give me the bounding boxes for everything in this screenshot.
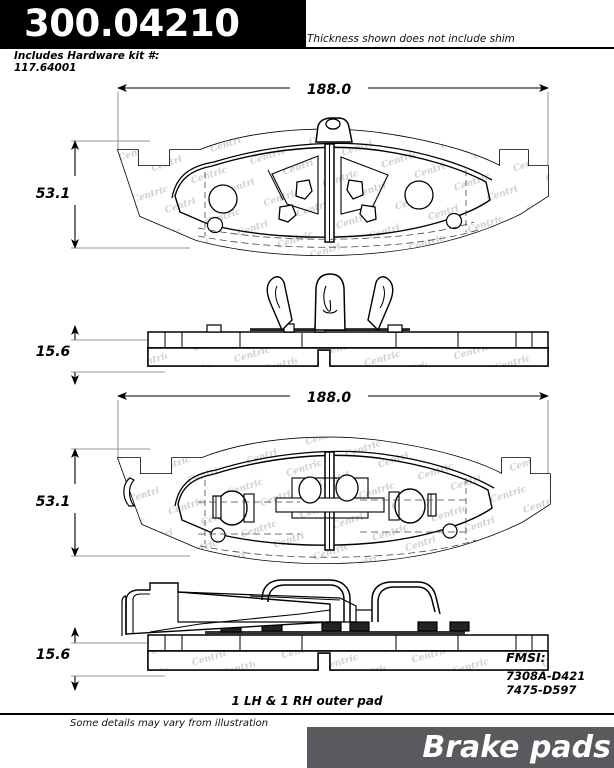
dim-width-bottom: 188.0 [307,390,352,406]
view-outer-pad-edge [71,579,549,691]
fmsi-code-1: 7308A-D421 [506,669,585,683]
dim-thickness-top: 15.6 [36,344,71,360]
brand-label: Brake pads [422,730,611,765]
fmsi-code-2: 7475-D597 [506,683,576,697]
part-number: 300.04210 [24,2,240,45]
part-number-block [0,0,306,47]
illustration-disclaimer: Some details may vary from illustration [70,718,269,729]
dim-thickness-bottom: 15.6 [36,647,71,663]
view-inner-pad-face [71,84,549,257]
footer-divider [0,713,614,715]
header-divider [0,47,614,49]
dim-height-bottom: 53.1 [36,494,71,510]
pad-side-caption: 1 LH & 1 RH outer pad [231,694,382,708]
fmsi-label: FMSI: [506,650,546,665]
shim-note: Thickness shown does not include shim [307,33,515,45]
hardware-kit-note: Includes Hardware kit #: 117.64001 [14,50,294,74]
view-inner-pad-edge [71,273,549,385]
dim-width-top: 188.0 [307,82,352,98]
hardware-kit-label: Includes Hardware kit #: [14,50,160,62]
dim-height-top: 53.1 [36,186,71,202]
view-outer-pad-face [71,392,551,565]
hardware-kit-number: 117.64001 [14,61,77,74]
brand-banner [307,727,614,768]
